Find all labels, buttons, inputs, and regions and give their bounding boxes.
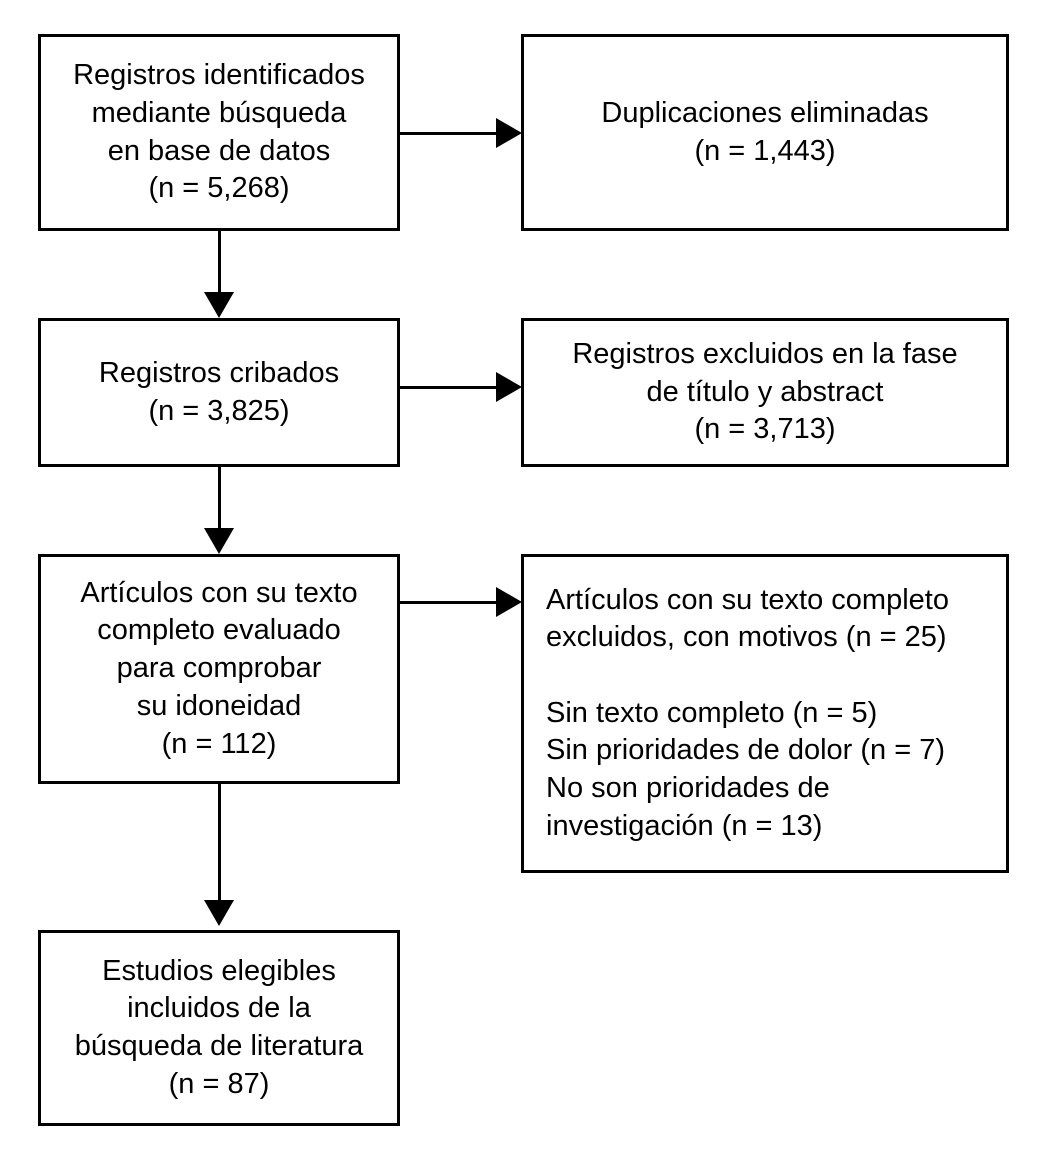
- arrowhead-down-icon: [204, 292, 234, 318]
- node-records-excluded-title-abstract-label: Registros excluidos en la fase de título…: [572, 337, 958, 446]
- node-fulltext-excluded-label: Artículos con su texto completo excluido…: [546, 583, 949, 842]
- node-fulltext-assessed-label: Artículos con su texto completo evaluado…: [80, 576, 358, 760]
- arrow-line: [400, 386, 500, 389]
- arrow-line: [400, 132, 500, 135]
- arrowhead-right-icon: [496, 587, 522, 617]
- node-fulltext-excluded: Artículos con su texto completo excluido…: [521, 554, 1009, 873]
- node-studies-included-label: Estudios elegibles incluidos de la búsqu…: [74, 954, 364, 1100]
- node-records-excluded-title-abstract: Registros excluidos en la fase de título…: [521, 318, 1009, 467]
- arrow-line: [218, 784, 221, 901]
- arrow-line: [218, 231, 221, 295]
- node-studies-included: Estudios elegibles incluidos de la búsqu…: [38, 930, 400, 1126]
- arrow-line: [400, 601, 500, 604]
- node-records-screened: Registros cribados (n = 3,825): [38, 318, 400, 467]
- arrowhead-right-icon: [496, 372, 522, 402]
- arrowhead-right-icon: [496, 118, 522, 148]
- arrow-line: [218, 467, 221, 529]
- node-records-screened-label: Registros cribados (n = 3,825): [98, 356, 340, 427]
- arrowhead-down-icon: [204, 528, 234, 554]
- node-records-identified-label: Registros identificados mediante búsqued…: [73, 59, 365, 205]
- node-duplicates-removed: Duplicaciones eliminadas (n = 1,443): [521, 34, 1009, 231]
- node-records-identified: Registros identificados mediante búsqued…: [38, 34, 400, 231]
- node-fulltext-assessed: Artículos con su texto completo evaluado…: [38, 554, 400, 784]
- arrowhead-down-icon: [204, 900, 234, 926]
- node-duplicates-removed-label: Duplicaciones eliminadas (n = 1,443): [601, 96, 929, 167]
